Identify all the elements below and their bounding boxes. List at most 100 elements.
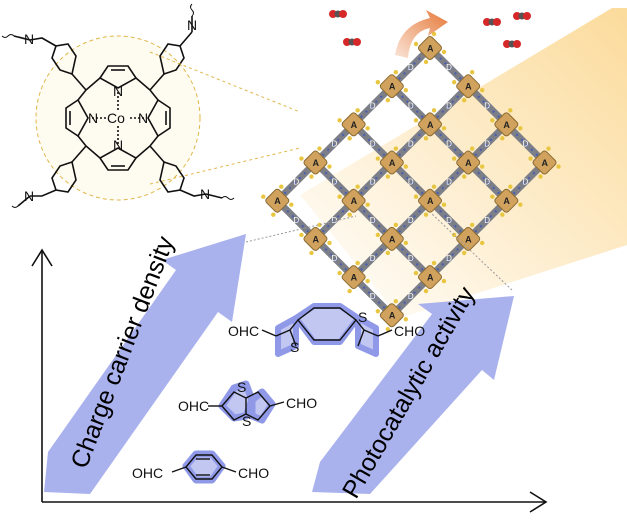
framework-node-arm	[337, 194, 342, 199]
linker-label: D	[293, 178, 299, 187]
framework-node	[456, 226, 481, 251]
framework-node	[418, 188, 442, 213]
framework-node-arm	[271, 212, 276, 217]
framework-node-arm	[518, 126, 523, 131]
porphyrin-highlight-circle	[35, 35, 201, 201]
framework-node-arm	[413, 41, 419, 47]
linker-label: D	[370, 292, 376, 301]
framework-node-arm	[393, 222, 399, 228]
linker1-left-group: OHC	[228, 323, 259, 339]
linker-label: D	[522, 139, 528, 148]
framework-node	[494, 188, 519, 213]
linker-label: D	[408, 292, 414, 301]
linker-label: D	[484, 216, 490, 225]
framework-node-arm	[423, 212, 429, 217]
node-label: A	[389, 234, 396, 244]
oxygen-atom	[523, 12, 531, 20]
linker-label: D	[484, 101, 490, 110]
linker-label: D	[332, 216, 338, 225]
framework-node-arm	[500, 136, 505, 141]
framework-node-arm	[479, 87, 485, 93]
flow-arrow	[395, 10, 448, 58]
framework-node	[456, 74, 481, 99]
linker-label: D	[522, 178, 528, 187]
oxygen-atom	[493, 18, 501, 26]
linker-label: D	[370, 101, 376, 110]
linker-label: D	[332, 254, 338, 263]
framework-node-arm	[461, 97, 467, 103]
framework-node-arm	[327, 240, 332, 246]
framework-node	[379, 74, 404, 99]
framework-node-arm	[375, 79, 381, 85]
framework-node-arm	[385, 174, 391, 179]
framework-node-arm	[538, 174, 543, 179]
imine-n-top-right: N	[187, 17, 197, 33]
oxygen-atom	[339, 10, 347, 18]
framework-node-arm	[309, 250, 314, 256]
linker-label: D	[408, 254, 414, 263]
linker-label: D	[446, 63, 452, 72]
framework-node-arm	[299, 156, 304, 161]
linker-label: D	[408, 63, 414, 72]
framework-node	[532, 150, 557, 175]
framework-node-arm	[317, 222, 322, 228]
framework-node-arm	[441, 126, 447, 131]
framework-node-arm	[347, 288, 352, 294]
framework-node-arm	[518, 202, 523, 207]
co2-molecules	[329, 10, 531, 48]
framework-node-arm	[385, 327, 391, 332]
framework-node-arm	[365, 126, 370, 131]
node-label: A	[503, 196, 510, 206]
linker2-sulfur-bottom: S	[242, 413, 251, 429]
linker-label: D	[446, 139, 452, 148]
framework-node-arm	[375, 156, 381, 161]
framework-node-arm	[289, 202, 294, 207]
framework-node-arm	[441, 202, 447, 207]
node-label: A	[427, 196, 434, 206]
framework-node-arm	[337, 118, 342, 123]
framework-node-arm	[490, 194, 495, 199]
framework-node-arm	[461, 250, 467, 256]
framework-node-arm	[556, 164, 561, 169]
framework-node-arm	[423, 59, 429, 65]
zoom-line-bottom	[149, 147, 301, 185]
framework-node-arm	[413, 118, 419, 123]
porphyrin-n-right: N	[138, 110, 148, 126]
framework-node	[418, 112, 442, 137]
framework-node-arm	[441, 49, 447, 55]
imine-n-top-left: N	[24, 31, 34, 47]
porphyrin-n-bottom: N	[113, 137, 123, 153]
framework-node	[341, 112, 366, 137]
framework-node-arm	[451, 79, 457, 85]
node-label: A	[427, 273, 434, 283]
framework-node	[341, 265, 366, 290]
node-label: A	[427, 44, 434, 54]
photocatalytic-arrow	[312, 296, 514, 494]
oxygen-atom	[483, 18, 491, 26]
framework-node	[303, 226, 328, 251]
linker-label: D	[446, 178, 452, 187]
cof-framework: DDDDDDDDDDDDDDDDDDDDDDDDDDDDDDDAAAAAAAAA…	[261, 31, 561, 332]
framework-node-arm	[365, 202, 370, 207]
linker-label: D	[446, 101, 452, 110]
oxygen-atom	[353, 38, 361, 46]
framework-node-arm	[403, 164, 409, 169]
linker2-sulfur-top: S	[237, 379, 246, 395]
linker-label: D	[370, 178, 376, 187]
imine-n-bottom-right: N	[200, 186, 210, 202]
linker1-sulfur-left: S	[290, 339, 299, 355]
framework-node	[418, 36, 442, 60]
node-label: A	[389, 82, 396, 92]
porphyrin-metal-center: Co	[107, 110, 125, 126]
linker-terephthalaldehyde: OHC CHO	[132, 450, 269, 484]
framework-node-arm	[500, 212, 505, 217]
imine-n-bottom-left: N	[24, 188, 34, 204]
charge-carrier-arrow	[44, 234, 246, 494]
framework-node	[418, 265, 442, 290]
framework-node-arm	[393, 69, 399, 75]
framework-node-arm	[441, 278, 447, 284]
framework-node-arm	[461, 174, 467, 179]
linker-label: D	[408, 101, 414, 110]
framework-node-arm	[403, 87, 409, 93]
node-label: A	[351, 120, 358, 130]
